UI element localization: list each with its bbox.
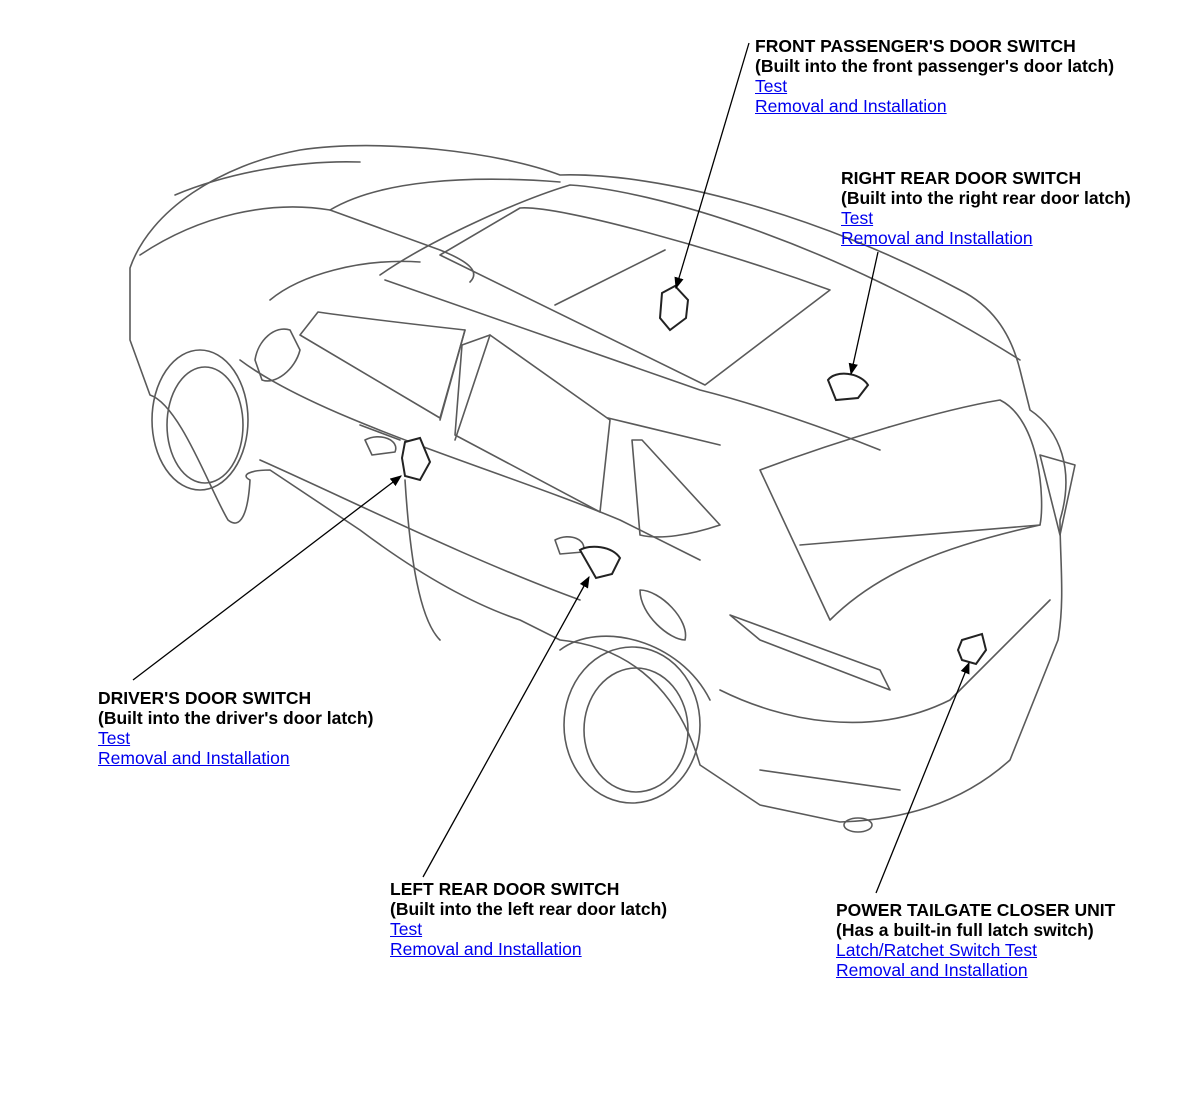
leader-tailgate (875, 661, 970, 894)
callout-subtitle: (Built into the right rear door latch) (841, 188, 1131, 208)
power-tailgate-closer-unit-callout: POWER TAILGATE CLOSER UNIT (Has a built-… (836, 900, 1115, 980)
callout-subtitle: (Built into the left rear door latch) (390, 899, 668, 919)
test-link[interactable]: Test (390, 919, 423, 939)
front-passenger-switch-icon (658, 284, 690, 332)
driver-switch-icon (400, 436, 432, 482)
leader-driver (132, 475, 402, 681)
leader-right-rear (848, 251, 879, 376)
test-link[interactable]: Test (755, 76, 788, 96)
callout-title: LEFT REAR DOOR SWITCH (390, 879, 620, 899)
callout-subtitle: (Built into the front passenger's door l… (755, 56, 1115, 76)
callout-title: POWER TAILGATE CLOSER UNIT (836, 900, 1116, 920)
leader-left-rear (422, 575, 590, 878)
callout-title: FRONT PASSENGER'S DOOR SWITCH (755, 36, 1076, 56)
removal-installation-link[interactable]: Removal and Installation (841, 228, 1033, 248)
callout-title: DRIVER'S DOOR SWITCH (98, 688, 312, 708)
driver-door-switch-callout: DRIVER'S DOOR SWITCH (Built into the dri… (98, 688, 373, 768)
callout-title: RIGHT REAR DOOR SWITCH (841, 168, 1082, 188)
test-link[interactable]: Test (841, 208, 874, 228)
front-passenger-door-switch-callout: FRONT PASSENGER'S DOOR SWITCH (Built int… (755, 36, 1114, 116)
callout-subtitle: (Has a built-in full latch switch) (836, 920, 1094, 940)
left-rear-door-switch-callout: LEFT REAR DOOR SWITCH (Built into the le… (390, 879, 667, 959)
right-rear-switch-icon (826, 372, 870, 402)
leader-lines (132, 42, 970, 894)
right-rear-door-switch-callout: RIGHT REAR DOOR SWITCH (Built into the r… (841, 168, 1131, 248)
removal-installation-link[interactable]: Removal and Installation (98, 748, 290, 768)
left-rear-switch-icon (578, 545, 622, 580)
removal-installation-link[interactable]: Removal and Installation (755, 96, 947, 116)
latch-ratchet-switch-test-link[interactable]: Latch/Ratchet Switch Test (836, 940, 1038, 960)
test-link[interactable]: Test (98, 728, 131, 748)
tailgate-closer-icon (956, 632, 988, 666)
leader-front-passenger (674, 42, 750, 290)
vehicle-illustration (129, 144, 1076, 833)
door-switch-components (400, 284, 988, 666)
removal-installation-link[interactable]: Removal and Installation (390, 939, 582, 959)
removal-installation-link[interactable]: Removal and Installation (836, 960, 1028, 980)
callout-subtitle: (Built into the driver's door latch) (98, 708, 374, 728)
